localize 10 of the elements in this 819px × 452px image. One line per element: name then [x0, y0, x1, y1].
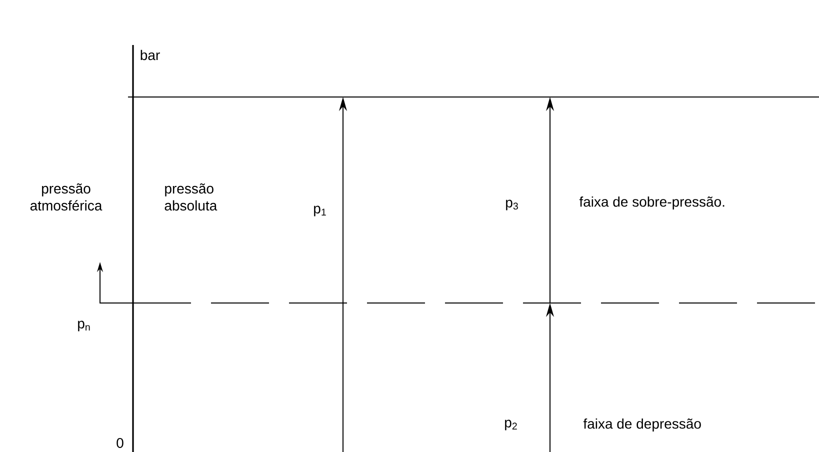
text-label: pressão atmosférica: [30, 183, 102, 211]
pressure-symbol: p$_{1}$: [314, 206, 326, 216]
axis-unit-label: bar: [140, 50, 160, 60]
text-label: pressão absoluta: [164, 183, 218, 211]
pressure-symbol: p$_{3}$: [506, 200, 518, 210]
pressure-symbol: p$_{2}$: [505, 420, 517, 430]
axis-tick-label: 0: [116, 438, 124, 448]
text-label: faixa de sobre-pressão.: [579, 196, 724, 210]
pressure-symbol: p$_{n}$: [78, 320, 90, 332]
text-label: faixa de depressão: [583, 418, 701, 432]
